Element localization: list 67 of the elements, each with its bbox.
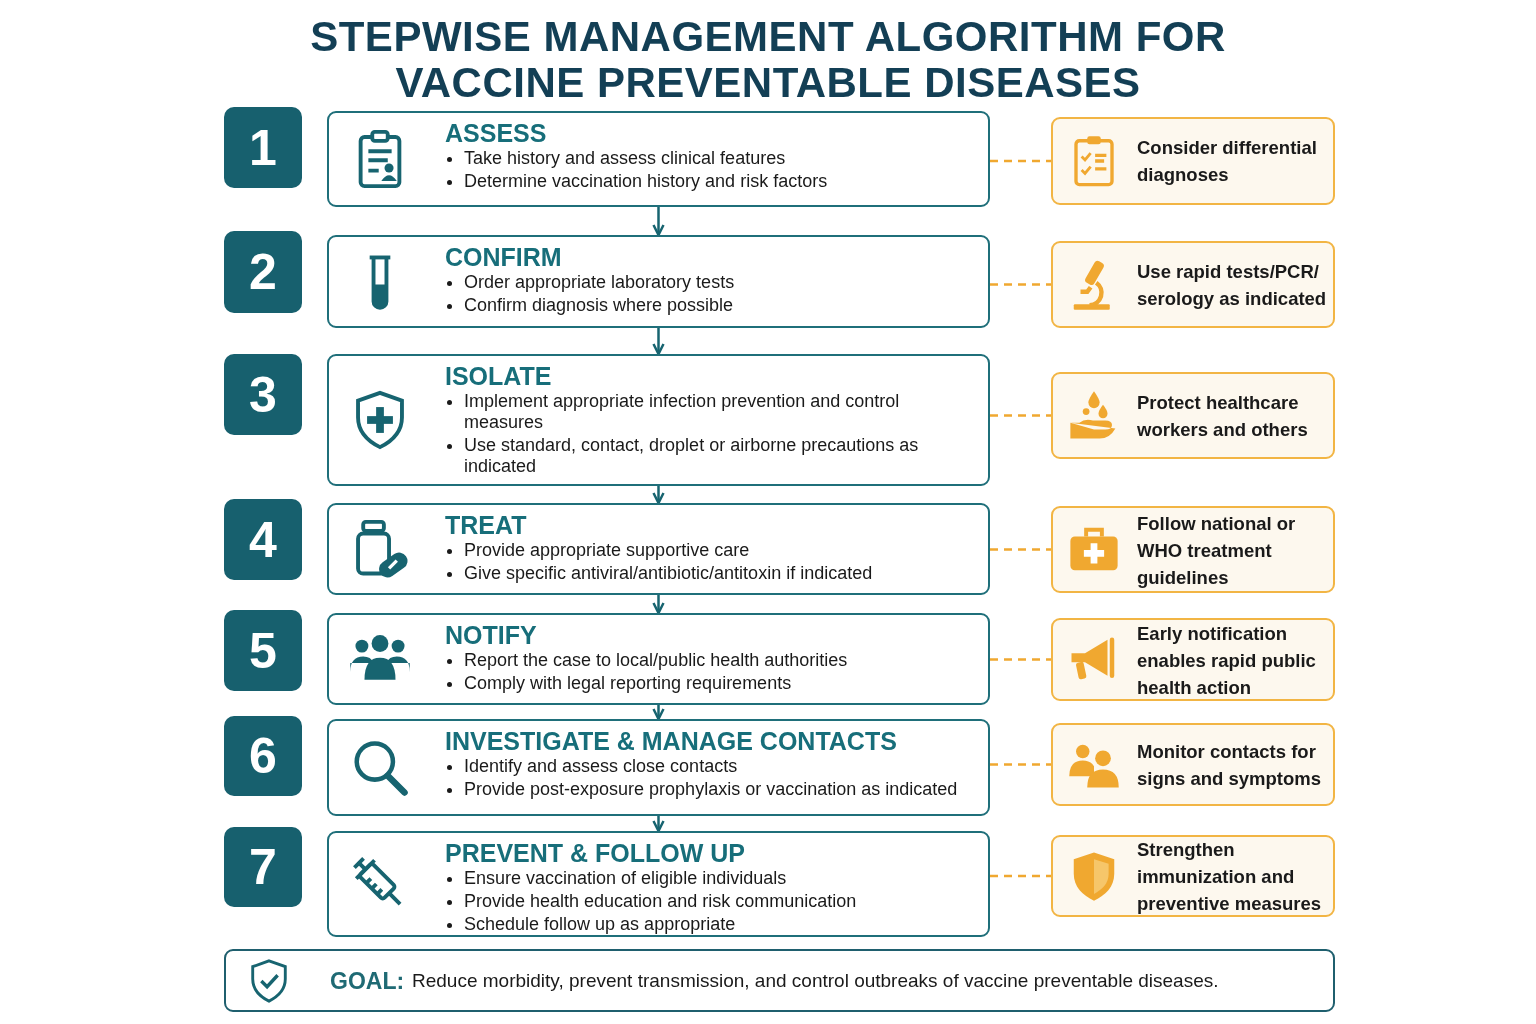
dashed-connector: [990, 658, 1051, 661]
step-box: [327, 831, 990, 937]
bullet-item: Give specific antiviral/antibiotic/antitoxin if indicated: [445, 563, 972, 584]
note-text: Early notification enables rapid public health action: [1137, 621, 1317, 699]
step-box: [327, 111, 990, 207]
arrow: [652, 816, 665, 833]
step-heading: INVESTIGATE & MANAGE CONTACTS: [445, 727, 898, 755]
goal-text: Reduce morbidity, prevent transmission, and control outbreaks of vaccine preventable diseases.: [412, 969, 1219, 992]
dashed-connector: [990, 874, 1051, 878]
bullet-item: Provide post-exposure prophylaxis or vaccination as indicated: [445, 779, 972, 800]
step-number-badge: 3: [224, 354, 302, 435]
step-heading: ASSESS: [445, 119, 548, 147]
bullet-item: Comply with legal reporting requirements: [445, 673, 972, 694]
goal-label: GOAL:: [330, 967, 405, 994]
dashed-connector: [990, 763, 1051, 766]
note-text: Use rapid tests/PCR/ serology as indicated: [1137, 259, 1327, 311]
step-heading: PREVENT & FOLLOW UP: [445, 839, 746, 867]
step-heading: NOTIFY: [445, 621, 538, 649]
step-heading: CONFIRM: [445, 243, 563, 271]
step-number-badge: 2: [224, 231, 302, 313]
bullet-item: Ensure vaccination of eligible individuals: [445, 868, 972, 889]
step-box: [327, 503, 990, 595]
arrow: [652, 595, 665, 615]
note-box: [1051, 835, 1335, 917]
arrow: [652, 207, 665, 237]
bullet-item: Take history and assess clinical features: [445, 148, 972, 169]
bullet-item: Confirm diagnosis where possible: [445, 295, 972, 316]
step-heading: ISOLATE: [445, 362, 553, 390]
arrow: [652, 486, 665, 505]
step-heading: TREAT: [445, 511, 528, 539]
title: STEPWISE MANAGEMENT ALGORITHM FOR VACCINE PREVENTABLE DISEASES: [309, 14, 1227, 106]
bullet-item: Use standard, contact, droplet or airborne precautions as indicated: [445, 435, 972, 477]
dashed-connector: [990, 548, 1051, 551]
note-text: Protect healthcare workers and others: [1137, 390, 1309, 442]
step-number-badge: 6: [224, 716, 302, 796]
step-number-badge: 7: [224, 827, 302, 907]
step-number-badge: 4: [224, 499, 302, 580]
arrow: [652, 705, 665, 721]
note-text: Follow national or WHO treatment guidelines: [1137, 511, 1297, 590]
note-box: [1051, 723, 1335, 806]
step-number-badge: 1: [224, 107, 302, 188]
goal-box: [224, 949, 1335, 1012]
step-number-badge: 5: [224, 610, 302, 691]
step-box: [327, 354, 990, 486]
dashed-connector: [990, 414, 1051, 417]
note-box: [1051, 117, 1335, 205]
dashed-connector: [990, 283, 1051, 286]
bullet-item: Provide appropriate supportive care: [445, 540, 972, 561]
bullet-item: Order appropriate laboratory tests: [445, 272, 972, 293]
note-box: [1051, 241, 1335, 328]
bullet-item: Implement appropriate infection prevention and control measures: [445, 391, 972, 433]
bullet-item: Provide health education and risk communication: [445, 891, 972, 912]
dashed-connector: [990, 159, 1051, 163]
bullet-item: Report the case to local/public health authorities: [445, 650, 972, 671]
bullet-item: Schedule follow up as appropriate: [445, 914, 972, 935]
note-text: Consider differential diagnoses: [1137, 136, 1318, 187]
bullet-item: Determine vaccination history and risk factors: [445, 171, 972, 192]
step-box: [327, 613, 990, 705]
note-text: Monitor contacts for signs and symptoms: [1137, 739, 1322, 791]
note-box: [1051, 506, 1335, 593]
step-box: [327, 235, 990, 328]
bullet-item: Identify and assess close contacts: [445, 756, 972, 777]
arrow: [652, 328, 665, 356]
note-box: [1051, 372, 1335, 459]
note-text: Strengthen immunization and preventive measures: [1137, 837, 1323, 916]
note-box: [1051, 618, 1335, 701]
step-box: [327, 719, 990, 816]
